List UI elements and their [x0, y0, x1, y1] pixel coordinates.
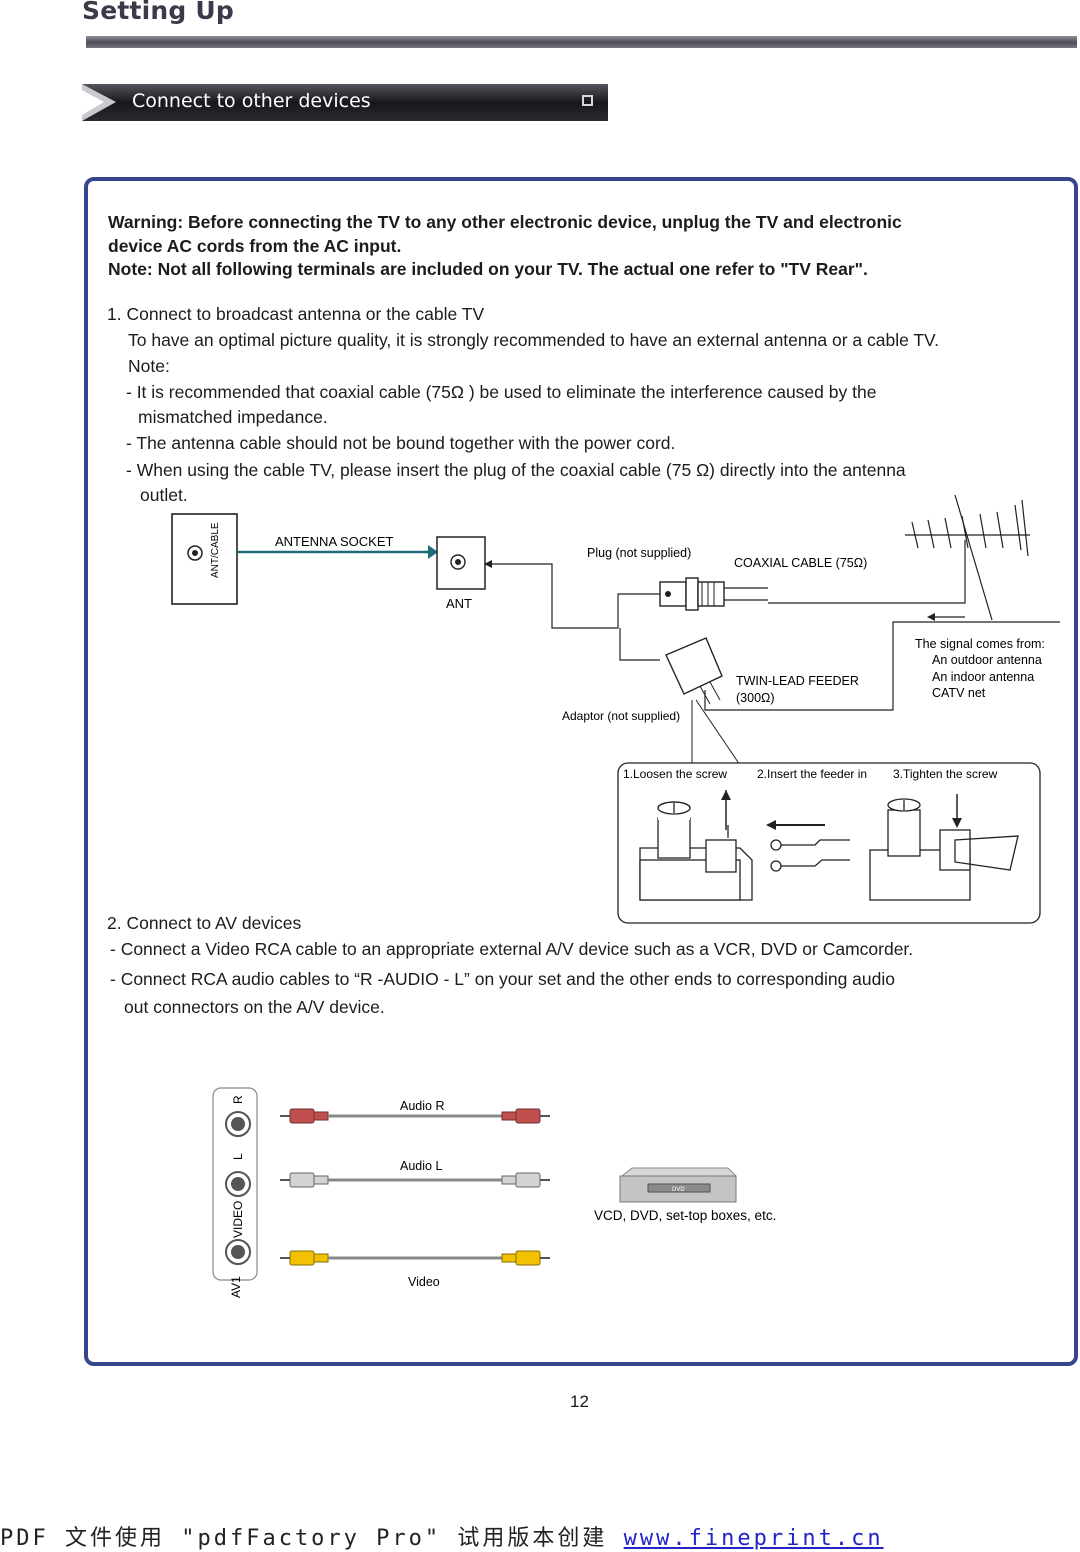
step2-bullet-2b: out connectors on the A/V device.	[124, 997, 385, 1017]
adaptor-icon	[665, 637, 723, 695]
ant-cable-label: ANT/CABLE	[210, 522, 221, 578]
feeder-wire-icon	[770, 839, 850, 872]
square-bullet-icon	[582, 95, 593, 106]
audio-l-label: Audio L	[400, 1159, 442, 1173]
title-divider-bar	[86, 36, 1077, 48]
twin-lead-label: TWIN-LEAD FEEDER	[736, 674, 859, 688]
plug-label: Plug (not supplied)	[587, 546, 691, 560]
section-banner	[82, 84, 608, 121]
step2-title: 2. Connect to AV devices	[107, 913, 302, 933]
jack-video-label: VIDEO	[231, 1201, 245, 1238]
step1-title: 1. Connect to broadcast antenna or the c…	[107, 304, 485, 324]
twin-lead-ohm-label: (300Ω)	[736, 691, 775, 705]
audio-r-label: Audio R	[400, 1099, 444, 1113]
note-line: Note: Not all following terminals are in…	[108, 259, 868, 279]
step1-bullet-1b: mismatched impedance.	[138, 407, 328, 427]
adaptor-label: Adaptor (not supplied)	[562, 709, 680, 723]
jack-av1-label: AV1	[229, 1276, 243, 1298]
tv-rear-panel	[171, 513, 238, 605]
outdoor-antenna-icon	[905, 494, 1030, 621]
jack-l-label: L	[231, 1153, 245, 1160]
signal-catv: CATV net	[932, 686, 986, 700]
footer-text: PDF 文件使用 "pdfFactory Pro" 试用版本创建	[0, 1526, 624, 1551]
step2-bullet-2a: - Connect RCA audio cables to “R -AUDIO …	[110, 969, 896, 989]
audio-l-cable	[280, 1172, 550, 1188]
coaxial-label: COAXIAL CABLE (75Ω)	[734, 556, 867, 570]
step2-bullet-1: - Connect a Video RCA cable to an approp…	[110, 939, 914, 959]
page-title: Setting Up	[82, 0, 235, 25]
antenna-socket-label: ANTENNA SOCKET	[275, 534, 394, 549]
warning-line-1: Warning: Before connecting the TV to any…	[108, 212, 902, 232]
ant-label: ANT	[446, 596, 472, 611]
video-cable	[280, 1250, 550, 1266]
step1-bullet-2: - The antenna cable should not be bound …	[126, 433, 676, 453]
dvd-player-icon: DVD	[619, 1167, 738, 1203]
jack-l-icon	[225, 1171, 251, 1197]
step-loosen-label: 1.Loosen the screw	[623, 767, 727, 781]
content-panel	[84, 177, 1078, 1366]
warning-line-2: device AC cords from the AC input.	[108, 236, 402, 256]
audio-r-cable	[280, 1108, 550, 1124]
step1-bullet-1a: - It is recommended that coaxial cable (…	[126, 382, 877, 402]
terminal-right-icon	[869, 798, 1019, 901]
signal-title: The signal comes from:	[915, 637, 1045, 651]
step-tighten-label: 3.Tighten the screw	[893, 767, 998, 781]
section-banner-label: Connect to other devices	[132, 90, 371, 112]
page-number: 12	[570, 1392, 589, 1411]
signal-indoor: An indoor antenna	[932, 670, 1034, 684]
jack-r-label: R	[231, 1095, 245, 1104]
video-label: Video	[408, 1275, 440, 1289]
footer-link[interactable]: www.fineprint.cn	[623, 1526, 884, 1551]
step1-note-label: Note:	[128, 356, 170, 376]
signal-outdoor: An outdoor antenna	[932, 653, 1042, 667]
dvd-logo-text: DVD	[672, 1187, 685, 1193]
step-insert-label: 2.Insert the feeder in	[757, 767, 867, 781]
coax-plug-icon	[659, 581, 687, 607]
jack-r-icon	[225, 1111, 251, 1137]
step1-bullet-3b: outlet.	[140, 485, 188, 505]
device-caption: VCD, DVD, set-top boxes, etc.	[594, 1208, 776, 1223]
step1-intro: To have an optimal picture quality, it i…	[128, 330, 939, 350]
jack-video-icon	[225, 1239, 251, 1265]
chevron-inner-shape	[82, 90, 104, 115]
pdf-footer: PDF 文件使用 "pdfFactory Pro" 试用版本创建 www.fin…	[0, 1520, 884, 1552]
step1-bullet-3a: - When using the cable TV, please insert…	[126, 460, 906, 480]
terminal-left-icon	[639, 801, 753, 901]
